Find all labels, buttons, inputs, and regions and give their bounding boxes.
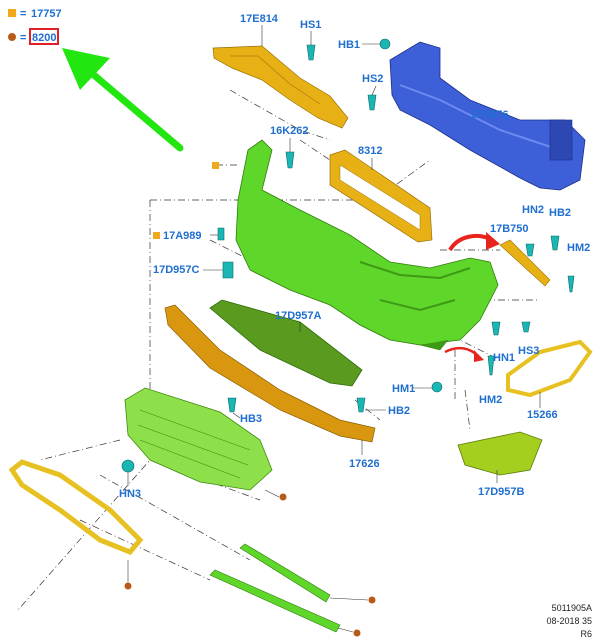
part-17d957b-trim	[457, 431, 543, 476]
label-hn3: HN3	[119, 488, 141, 500]
label-17626: 17626	[349, 458, 380, 470]
part-grille-surround	[8, 459, 144, 555]
footer-revision: R6	[580, 629, 592, 639]
label-hs3: HS3	[518, 345, 539, 357]
label-17k876: 17K876	[470, 109, 509, 121]
label-hb1: HB1	[338, 39, 360, 51]
label-15266: 15266	[527, 409, 558, 421]
label-hb2-mid: HB2	[388, 405, 410, 417]
fastener-17d957c	[222, 261, 234, 279]
green-arrow	[62, 48, 184, 152]
label-17e814: 17E814	[240, 13, 279, 25]
fastener-hb1	[379, 38, 391, 50]
label-hm1: HM1	[392, 383, 415, 395]
label-8312: 8312	[358, 145, 382, 157]
marker-dot-1	[279, 493, 287, 501]
fastener-hn1	[487, 355, 495, 376]
fastener-hm1	[431, 381, 443, 393]
label-17d957c: 17D957C	[153, 264, 200, 276]
marker-dot-4	[353, 629, 361, 637]
red-arrows	[444, 232, 500, 362]
part-17b750-bracket	[499, 239, 551, 287]
label-hs1: HS1	[300, 19, 321, 31]
part-15266-bezel	[506, 339, 593, 398]
footer-code: 5011905A	[551, 603, 592, 613]
legend-dot-icon	[8, 33, 16, 41]
label-hm2-mid: HM2	[479, 394, 502, 406]
label-hb3: HB3	[240, 413, 262, 425]
label-17b750: 17B750	[490, 223, 529, 235]
label-17d957b: 17D957B	[478, 486, 525, 498]
fasteners	[121, 38, 575, 473]
part-17626-strip	[164, 304, 376, 443]
marker-dot-3	[368, 596, 376, 604]
marker-dot-2	[124, 582, 132, 590]
label-hm2-right: HM2	[567, 242, 590, 254]
legend-dot-equals: =	[20, 32, 26, 44]
part-labels: 17E814 HS1 HB1 HS2 17K876 16K262 8312 17…	[119, 13, 590, 500]
marker-square-1	[212, 162, 219, 169]
fastener-hn3	[121, 459, 135, 473]
legend-dot-value: 8200	[32, 32, 56, 44]
fastener-hm2-right	[567, 275, 575, 293]
fastener-hb3	[227, 397, 237, 413]
label-hn1: HN1	[493, 352, 515, 364]
label-17a989: 17A989	[163, 230, 202, 242]
fastener-hs3-a	[491, 321, 501, 336]
label-16k262: 16K262	[270, 125, 309, 137]
marker-square-2	[153, 232, 160, 239]
part-8312-frame	[329, 149, 433, 243]
part-lower-strips	[209, 543, 341, 633]
part-upper-grille	[124, 387, 273, 491]
label-hb2-top: HB2	[549, 207, 571, 219]
part-17k876-reinforcement-beam	[389, 41, 586, 191]
legend-square-value: 17757	[31, 8, 62, 20]
label-leaders	[127, 25, 541, 633]
legend-square-equals: =	[20, 8, 26, 20]
fastener-hs1	[306, 44, 316, 61]
part-bumper-cover	[235, 139, 499, 351]
fastener-hb2-top	[550, 235, 560, 251]
fastener-16k262	[285, 151, 295, 169]
fastener-hs2	[367, 94, 377, 111]
fastener-17a989	[217, 227, 225, 241]
legend-dot-highlight-box	[29, 28, 59, 45]
footer-date: 08-2018 35	[546, 616, 592, 626]
label-17d957a: 17D957A	[275, 310, 322, 322]
fastener-hb2-mid	[356, 397, 366, 413]
part-17d957a-lower-grille	[209, 299, 363, 387]
fastener-hs3-b	[521, 321, 531, 333]
legend-square-icon	[8, 9, 16, 17]
part-17e814-upper-bracket	[212, 45, 349, 129]
legend: = 17757 = 8200	[8, 8, 62, 45]
fastener-hn2-top	[525, 243, 535, 257]
callout-markers	[124, 162, 376, 637]
label-hs2: HS2	[362, 73, 383, 85]
label-hn2-top: HN2	[522, 204, 544, 216]
